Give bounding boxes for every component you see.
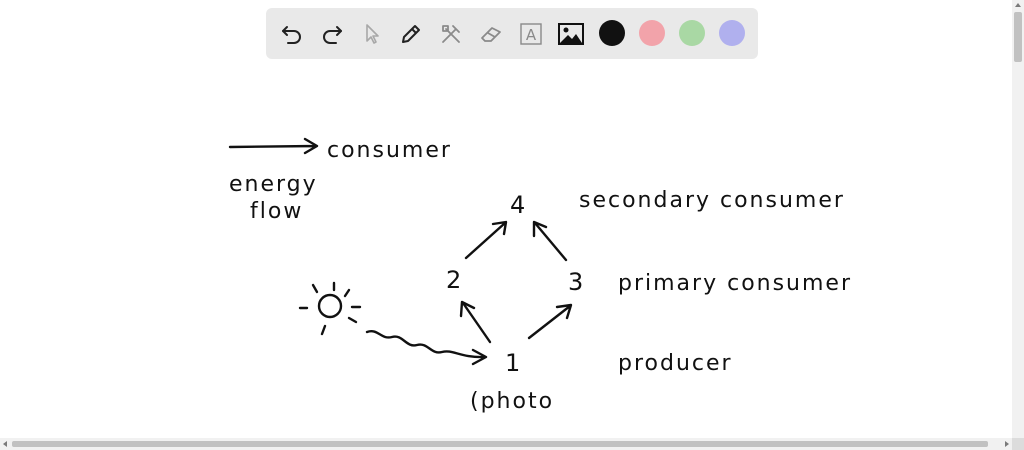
redo-icon [323, 26, 342, 44]
text-icon: A [520, 23, 542, 45]
scroll-left-icon[interactable] [3, 441, 7, 447]
eraser-icon [481, 27, 501, 42]
secondary-consumer-label: secondary consumer [579, 188, 845, 213]
color-black-swatch[interactable] [599, 20, 625, 46]
legend-consumer-label: consumer [327, 138, 452, 163]
node-4: 4 [510, 191, 525, 219]
scroll-right-icon[interactable] [1005, 441, 1009, 447]
toolbar: A [266, 8, 758, 59]
image-icon [558, 23, 584, 45]
sunlight-wavy-arrow [365, 329, 488, 366]
node-1: 1 [505, 349, 520, 377]
color-green-swatch[interactable] [679, 20, 705, 46]
pen-icon [402, 25, 420, 43]
text-button[interactable]: A [513, 16, 549, 52]
vertical-scrollbar[interactable] [1012, 0, 1024, 438]
node-2: 2 [446, 266, 461, 294]
select-button[interactable] [354, 16, 390, 52]
horizontal-scroll-thumb[interactable] [12, 441, 988, 447]
undo-button[interactable] [274, 16, 310, 52]
producer-label: producer [618, 351, 733, 376]
pen-button[interactable] [393, 16, 429, 52]
arrow-1-to-2 [459, 300, 492, 344]
color-red-swatch[interactable] [639, 20, 665, 46]
horizontal-scrollbar[interactable] [0, 438, 1012, 450]
tools-button[interactable] [433, 16, 469, 52]
arrow-3-to-4 [532, 220, 568, 262]
image-button[interactable] [553, 16, 589, 52]
node-3: 3 [568, 268, 583, 296]
scrollbar-corner [1012, 438, 1024, 450]
scroll-up-icon[interactable] [1015, 3, 1021, 7]
photo-label: (photo [470, 389, 554, 414]
tools-icon [442, 25, 460, 43]
eraser-button[interactable] [473, 16, 509, 52]
vertical-scroll-thumb[interactable] [1014, 12, 1022, 62]
energy-label: energy [229, 172, 318, 197]
arrow-1-to-3 [527, 303, 573, 340]
sun-drawing [298, 281, 362, 336]
svg-text:A: A [526, 26, 537, 44]
color-purple-swatch[interactable] [719, 20, 745, 46]
drawing-canvas[interactable]: consumer energy flow 4 2 3 1 secondary c… [0, 0, 1012, 438]
flow-label: flow [250, 199, 303, 224]
primary-consumer-label: primary consumer [618, 271, 852, 296]
redo-button[interactable] [314, 16, 350, 52]
select-icon [366, 24, 379, 44]
undo-icon [282, 26, 301, 44]
legend-arrow [228, 137, 319, 155]
arrow-2-to-4 [464, 220, 508, 260]
